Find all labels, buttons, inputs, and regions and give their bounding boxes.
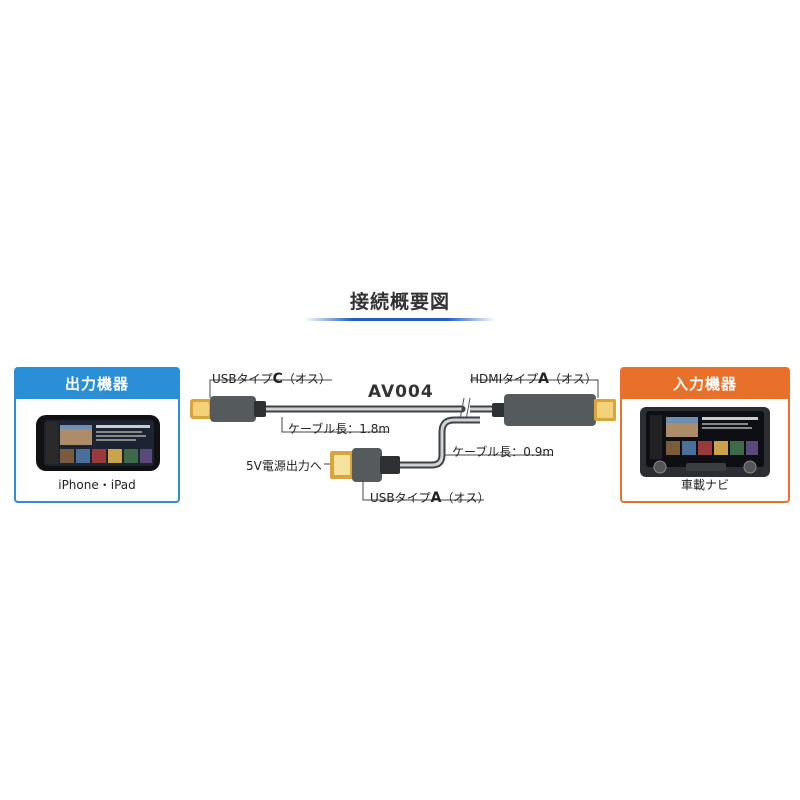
title-underline bbox=[305, 318, 495, 321]
main-length-leader-line bbox=[281, 417, 388, 433]
input-device-caption: 車載ナビ bbox=[680, 478, 729, 492]
usb-a-leader-line bbox=[362, 480, 484, 501]
hdmi-leader-line bbox=[470, 379, 599, 398]
usb-c-leader-line bbox=[209, 379, 332, 398]
usb-c-connector bbox=[190, 396, 266, 422]
car-navigation-image bbox=[640, 407, 770, 477]
usb-a-connector bbox=[330, 448, 400, 482]
power-output-label: 5V電源出力へ bbox=[246, 459, 322, 473]
input-device-box: 入力機器 車載ナビ bbox=[620, 367, 790, 503]
usb-a-label: USBタイプA（オス） bbox=[370, 490, 490, 506]
model-number: AV004 bbox=[368, 382, 434, 402]
power-cable-length: ケーブル長：0.9m bbox=[452, 445, 555, 459]
main-cable bbox=[258, 397, 500, 421]
output-device-box: 出力機器 iPhone・iPad bbox=[14, 367, 180, 503]
diagram-title: 接続概要図 bbox=[349, 291, 450, 313]
input-device-header: 入力機器 bbox=[622, 369, 788, 399]
main-cable-length: ケーブル長：1.8m bbox=[288, 422, 391, 436]
smartphone-image bbox=[36, 415, 160, 471]
output-device-header: 出力機器 bbox=[16, 369, 178, 399]
hdmi-connector bbox=[492, 394, 616, 426]
output-device-caption: iPhone・iPad bbox=[58, 478, 136, 492]
power-branch-cable bbox=[398, 416, 480, 469]
hdmi-label: HDMIタイプA（オス） bbox=[470, 371, 598, 387]
usb-c-label: USBタイプC（オス） bbox=[212, 371, 331, 387]
